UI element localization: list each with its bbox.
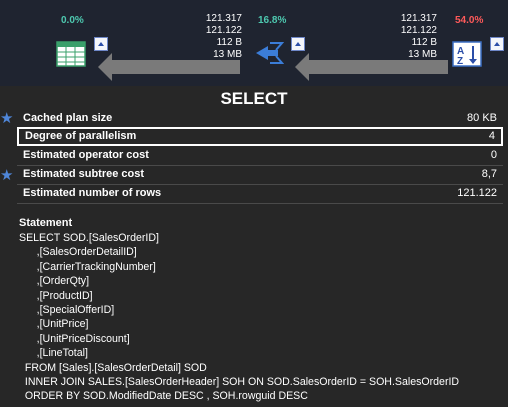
data-size: 13 MB — [213, 49, 242, 60]
property-row-estimated-subtree-cost: Estimated subtree cost 8,7 — [17, 166, 503, 185]
property-value: 121.122 — [457, 187, 497, 199]
property-label: Estimated subtree cost — [23, 168, 145, 180]
statement-label: Statement — [19, 217, 73, 229]
property-value: 8,7 — [481, 168, 497, 180]
property-row-degree-of-parallelism: Degree of parallelism 4 — [17, 127, 503, 146]
estimated-rows: 121.122 — [400, 25, 437, 36]
property-label: Estimated operator cost — [23, 149, 149, 161]
operator-cost-percent: 16.8% — [258, 15, 287, 26]
svg-text:A: A — [457, 46, 464, 57]
parallelism-gather-streams-icon[interactable] — [254, 40, 284, 66]
property-value: 0 — [490, 149, 497, 161]
operator-cost-percent: 0.0% — [61, 15, 84, 26]
actual-rows: 121.317 — [205, 13, 242, 24]
execution-plan-diagram: 0.0% 121.317 121.122 112 B 13 MB 16.8% — [0, 0, 508, 87]
table-scan-icon[interactable] — [56, 41, 86, 67]
property-value: 80 KB — [467, 112, 497, 124]
svg-text:Z: Z — [457, 56, 463, 67]
expand-operator-button[interactable] — [94, 37, 108, 51]
row-size: 112 B — [411, 37, 437, 48]
sort-icon[interactable]: A Z — [452, 41, 482, 67]
property-row-estimated-operator-cost: Estimated operator cost 0 — [17, 147, 503, 166]
property-value: 4 — [488, 130, 495, 142]
property-label: Cached plan size — [23, 112, 113, 124]
estimated-rows: 121.122 — [205, 25, 242, 36]
tooltip-title: SELECT — [220, 89, 288, 108]
operator-properties-tooltip: SELECT ★ Cached plan size 80 KB Degree o… — [0, 86, 508, 407]
actual-rows: 121.317 — [400, 13, 437, 24]
property-label: Estimated number of rows — [23, 187, 162, 199]
row-stats: 121.317 121.122 112 B 13 MB — [377, 13, 437, 61]
property-label: Degree of parallelism — [25, 130, 137, 142]
data-size: 13 MB — [408, 49, 437, 60]
star-icon: ★ — [0, 167, 14, 184]
data-flow-arrow — [295, 53, 448, 81]
data-flow-arrow — [98, 53, 240, 81]
statement-text: SELECT SOD.[SalesOrderID] ,[SalesOrderDe… — [19, 232, 460, 403]
property-row-estimated-number-of-rows: Estimated number of rows 121.122 — [17, 185, 503, 204]
expand-operator-button[interactable] — [490, 37, 504, 51]
star-icon: ★ — [0, 110, 14, 127]
row-size: 112 B — [216, 37, 242, 48]
row-stats: 121.317 121.122 112 B 13 MB — [182, 13, 242, 61]
expand-operator-button[interactable] — [291, 37, 305, 51]
operator-cost-percent: 54.0% — [455, 15, 484, 26]
